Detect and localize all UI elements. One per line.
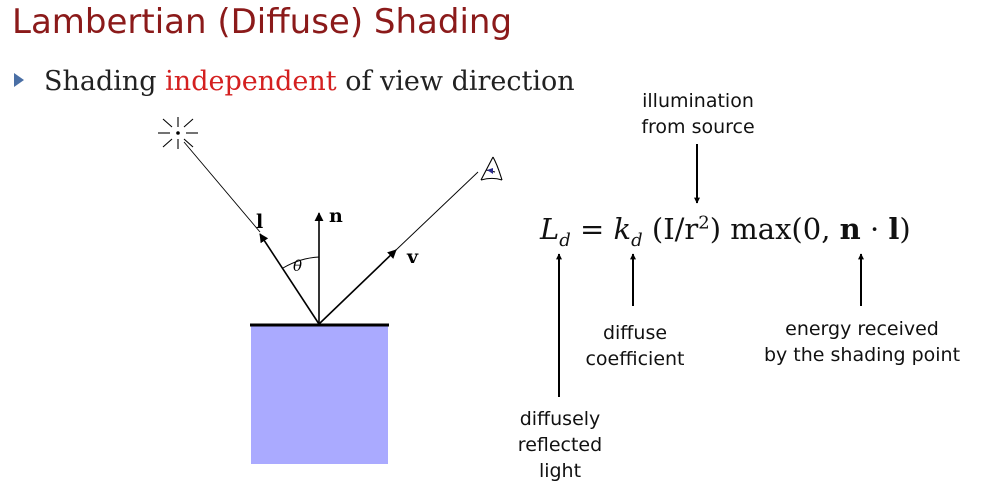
coefficient-annotation: diffuse coefficient [570, 320, 700, 372]
eq-max-close: ) [899, 212, 911, 246]
light-vector-arrow [259, 233, 320, 325]
angle-label: θ [293, 257, 302, 275]
eq-l: l [888, 212, 900, 246]
coefficient-line1: diffuse [602, 322, 668, 344]
light-source-icon [158, 117, 198, 149]
energy-line2: by the shading point [763, 344, 961, 366]
surface-block [251, 326, 388, 464]
bullet-text-start: Shading [44, 66, 166, 97]
energy-annotation: energy received by the shading point [756, 316, 968, 368]
eq-coef: k [613, 212, 632, 246]
view-vector-label: v [406, 246, 419, 268]
view-vector-arrow [318, 249, 397, 325]
illumination-line1: illumination [642, 90, 754, 112]
eye-icon [480, 156, 503, 181]
eq-intensity-exp: 2 [698, 212, 710, 234]
illumination-line2: from source [641, 116, 755, 138]
illumination-annotation: illumination from source [633, 88, 763, 140]
slide-title: Lambertian (Diffuse) Shading [12, 2, 513, 42]
eq-intensity-open: (I/r [651, 212, 699, 246]
view-ray-line [395, 171, 479, 251]
lambert-equation: Ld = kd (I/r2) max(0, n · l) [540, 212, 911, 251]
bullet-point: Shading independent of view direction [14, 66, 575, 97]
normal-vector-label: n [329, 205, 343, 227]
energy-line1: energy received [785, 318, 939, 340]
bullet-triangle-icon [14, 73, 24, 87]
eq-lhs-sub: d [559, 229, 571, 251]
light-ray-line [183, 141, 261, 233]
light-vector-label: l [256, 211, 263, 233]
reflected-annotation: diffusely reflected light [504, 406, 616, 484]
eq-equals: = [580, 212, 605, 246]
eq-lhs: L [540, 212, 560, 246]
reflected-line3: light [538, 460, 582, 482]
eq-dot: · [869, 212, 880, 246]
eq-max-open: max(0, [730, 212, 831, 246]
bullet-highlight: independent [165, 66, 337, 97]
light-source-center [176, 131, 180, 135]
eq-coef-sub: d [631, 229, 643, 251]
coefficient-line2: coefficient [585, 348, 685, 370]
eq-n: n [839, 212, 861, 246]
eq-intensity-close: ) [709, 212, 722, 246]
eye-pupil [487, 168, 493, 174]
reflected-line2: reflected [517, 434, 603, 456]
angle-arc [282, 256, 320, 269]
bullet-text-end: of view direction [336, 66, 575, 97]
reflected-line1: diffusely [519, 408, 601, 430]
